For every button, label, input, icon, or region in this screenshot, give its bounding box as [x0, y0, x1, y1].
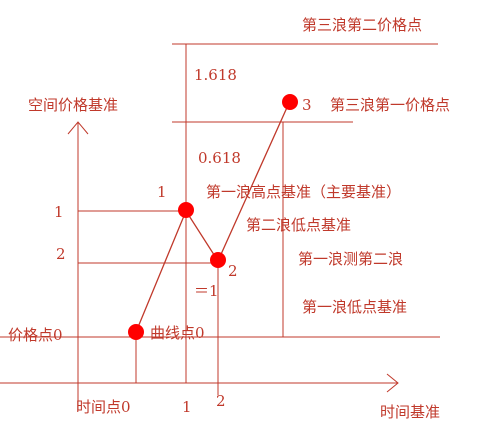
wave3-price2-label: 第三浪第二价格点 — [302, 16, 422, 34]
time-base-label: 时间基准 — [380, 403, 440, 421]
time-point-0-label: 时间点0 — [76, 398, 131, 416]
point-2-label: 2 — [228, 262, 238, 280]
wave-point-2 — [210, 252, 226, 268]
y-tick-2: 2 — [56, 245, 66, 263]
y-axis-arrow — [67, 121, 89, 135]
wave1-low-base-label: 第一浪低点基准 — [302, 298, 407, 316]
x-axis-arrow — [386, 373, 399, 393]
x-tick-1: 1 — [182, 398, 192, 416]
wave-path — [135, 102, 290, 333]
point-3-label: 3 — [302, 96, 312, 114]
wave3-price1-label: 第三浪第一价格点 — [330, 96, 450, 114]
curve-point-0-label: 曲线点0 — [150, 324, 205, 342]
wave-point-3 — [282, 94, 298, 110]
y-tick-1: 1 — [54, 203, 64, 221]
space-price-base-label: 空间价格基准 — [28, 96, 118, 114]
x-tick-2: 2 — [216, 392, 226, 410]
point-1-label: 1 — [157, 183, 167, 201]
wave-point-1 — [178, 202, 194, 218]
fib-0618-label: 0.618 — [198, 149, 241, 167]
price-point-0-label: 价格点0 — [8, 326, 63, 344]
curve-point-0 — [128, 324, 144, 340]
fib-1618-label: 1.618 — [194, 66, 237, 84]
wave2-low-base-label: 第二浪低点基准 — [246, 216, 351, 234]
wave1-measure-wave2-label: 第一浪测第二浪 — [298, 250, 403, 268]
wave1-high-base-label: 第一浪高点基准（主要基准） — [206, 183, 401, 201]
eq-1-label: ＝1 — [194, 282, 219, 300]
